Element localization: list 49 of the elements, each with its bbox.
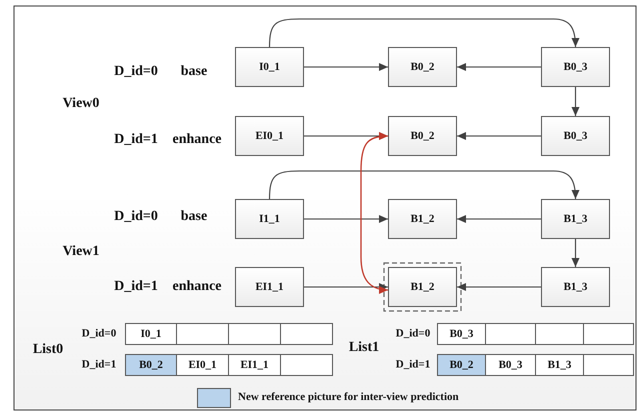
frame-box: B0_3: [541, 116, 610, 156]
table-cell: EI1_1: [228, 354, 281, 376]
legend-text: New reference picture for inter-view prediction: [238, 391, 459, 403]
arrow: [572, 87, 580, 116]
table-cell: EI0_1: [176, 354, 229, 376]
arrow: [572, 239, 580, 267]
table-cell: B0_2: [437, 354, 486, 376]
row-label: D_id=0: [396, 328, 430, 340]
text-label: List0: [32, 343, 64, 357]
arrow: [304, 215, 388, 223]
row-label: D_id=1: [396, 360, 430, 370]
frame-box: B0_3: [541, 47, 610, 87]
frame-box: EI1_1: [235, 267, 304, 307]
frame-box: B0_2: [388, 116, 457, 156]
table-cell: B0_3: [437, 323, 486, 345]
text-label: D_id=0: [114, 65, 158, 79]
table-cell: B1_3: [535, 354, 584, 376]
text-label: List1: [348, 341, 380, 355]
text-label: D_id=0: [114, 210, 158, 224]
text-label: D_id=1: [114, 280, 158, 294]
arrow: [304, 283, 388, 291]
text-label: base: [180, 65, 208, 79]
frame-box: I1_1: [235, 199, 304, 239]
arrow: [268, 170, 580, 200]
arrow: [304, 63, 388, 71]
arrow: [268, 18, 580, 48]
arrow: [457, 283, 541, 291]
table-cell: B0_2: [125, 354, 177, 376]
arrow: [360, 132, 388, 294]
text-label: enhance: [172, 133, 222, 147]
frame-box: B0_2: [388, 47, 457, 87]
frame-box: B1_2: [388, 199, 457, 239]
frame-box: B1_3: [541, 267, 610, 307]
text-label: View0: [62, 97, 100, 111]
frame-box: B1_3: [541, 199, 610, 239]
arrow: [457, 215, 541, 223]
arrow: [457, 132, 541, 140]
frame-box: B1_2: [388, 267, 457, 307]
table-cell: B0_3: [485, 354, 536, 376]
text-label: D_id=1: [114, 133, 158, 147]
frame-box: I0_1: [235, 47, 304, 87]
text-label: enhance: [172, 280, 222, 294]
row-label: D_id=1: [82, 360, 116, 370]
text-label: View1: [62, 245, 100, 259]
arrow: [457, 63, 541, 71]
row-label: D_id=0: [82, 328, 116, 340]
text-label: base: [180, 210, 208, 224]
frame-box: EI0_1: [235, 116, 304, 156]
table-cell: I0_1: [125, 323, 177, 345]
